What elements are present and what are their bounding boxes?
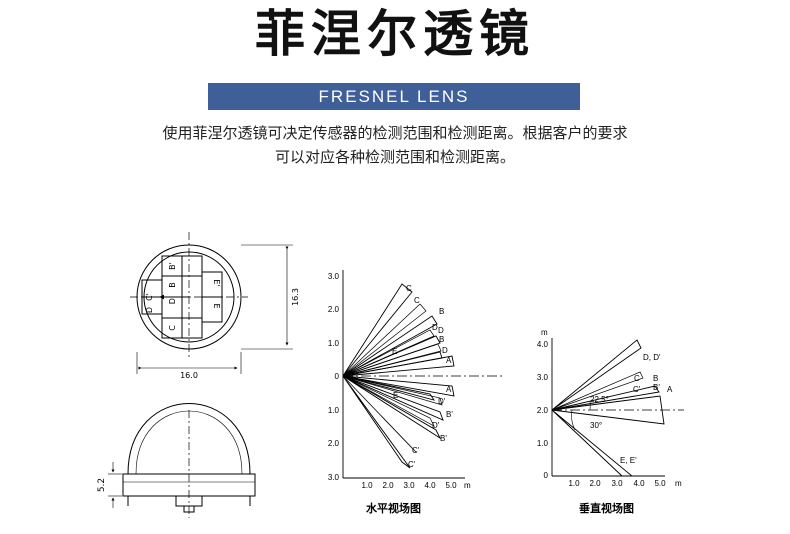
beam-label: D' [432,421,440,430]
y-tick: 2.0 [537,406,549,415]
beam-label: A [446,356,452,365]
angle-label: 30° [590,421,602,430]
beam-label: E [392,347,397,356]
beam-label: D [442,346,448,355]
vertical-view-caption: 垂直视场图 [579,502,634,515]
width-dimension: 16.0 [180,371,198,380]
beam-label: C [406,284,412,293]
beam-label: A [667,385,673,394]
segment-label: D' [168,296,177,304]
beam-label: D, D' [643,353,661,362]
beam-label: C' [412,446,420,455]
segment-label: C' [145,293,154,301]
segment-label: B' [168,262,177,270]
y-tick: 3.0 [537,373,549,382]
y-tick: 0 [544,471,549,480]
y-tick: 1.0 [537,439,549,448]
angle-label: 22.5° [590,395,609,404]
beam-label: A [446,385,452,394]
segment-label: D [145,307,154,313]
beam-label: C' [633,385,641,394]
description-line-1: 使用菲涅尔透镜可决定传感器的检测范围和检测距离。根据客户的要求 [162,124,628,142]
y-tick: 1.0 [328,406,340,415]
x-tick: 1.0 [361,481,373,490]
y-tick: 2.0 [328,305,340,314]
y-tick: 3.0 [328,473,340,482]
page-title: 菲涅尔透镜 [255,5,535,63]
beam-label: C [414,296,420,305]
y-tick: 0 [335,372,340,381]
beam-label: D [432,323,438,332]
vertical-view-labels: m 4.0 3.0 2.0 1.0 0 1.0 2.0 3.0 4.0 5.0 … [537,328,682,488]
segment-label: C [168,325,177,331]
x-tick: 3.0 [611,479,623,488]
segment-label: E [212,303,221,308]
side-height-dimension: 5.2 [97,478,107,492]
beam-label: D [438,326,444,335]
x-unit: m [464,481,471,490]
x-tick: 5.0 [654,479,666,488]
beam-label: B' [446,410,453,419]
lens-side-view [108,403,256,518]
beam-label: C [634,374,640,383]
subtitle-banner: FRESNEL LENS [208,83,580,110]
x-tick: 3.0 [403,481,415,490]
beam-label: B [439,335,444,344]
beam-label: D' [438,397,446,406]
beam-label: B [653,374,658,383]
y-tick: 3.0 [328,272,340,281]
beam-label: E [393,391,398,400]
x-tick: 1.0 [568,479,580,488]
y-tick: 4.0 [537,340,549,349]
horizontal-view-chart [342,270,505,479]
beam-label: B' [440,434,447,443]
segment-label: E' [212,279,221,286]
x-tick: 5.0 [445,481,457,490]
beam-label: B [439,307,444,316]
beam-label: E, E' [620,456,637,465]
description-line-2: 可以对应各种检测范围和检测距离。 [274,148,515,166]
y-tick: 2.0 [328,439,340,448]
segment-label: B [168,282,177,288]
x-unit: m [675,479,682,488]
lens-top-labels: C' B' C D' D B E' E 16.3 16.0 [145,262,300,380]
x-tick: 4.0 [424,481,436,490]
beam-label: B' [653,383,660,392]
y-unit: m [541,328,548,337]
height-dimension: 16.3 [291,288,300,306]
vertical-view-chart [551,338,684,477]
x-tick: 2.0 [589,479,601,488]
x-tick: 2.0 [382,481,394,490]
beam-label: C' [408,460,416,469]
description: 使用菲涅尔透镜可决定传感器的检测范围和检测距离。根据客户的要求 可以对应各种检测… [70,121,720,169]
horizontal-view-labels: 3.0 2.0 1.0 0 1.0 2.0 3.0 1.0 2.0 3.0 4.… [328,272,471,490]
horizontal-view-caption: 水平视场图 [366,502,421,515]
x-tick: 4.0 [633,479,645,488]
lens-top-view [130,232,293,374]
y-tick: 1.0 [328,339,340,348]
